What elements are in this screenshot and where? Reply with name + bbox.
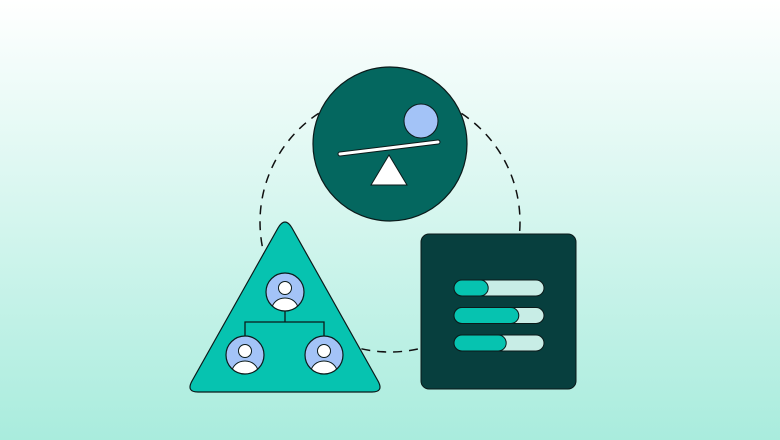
person-icon	[265, 272, 305, 312]
org-chart-icon	[189, 221, 381, 393]
progress-bar-fill	[453, 279, 489, 297]
progress-bar	[453, 279, 545, 297]
progress-bar-fill	[453, 334, 507, 352]
progress-bar-fill	[453, 307, 520, 324]
progress-bar	[453, 307, 545, 324]
progress-bar	[453, 334, 545, 352]
balance-scale-icon	[312, 66, 468, 222]
progress-bars-icon	[420, 233, 577, 390]
person-icon	[304, 335, 344, 375]
